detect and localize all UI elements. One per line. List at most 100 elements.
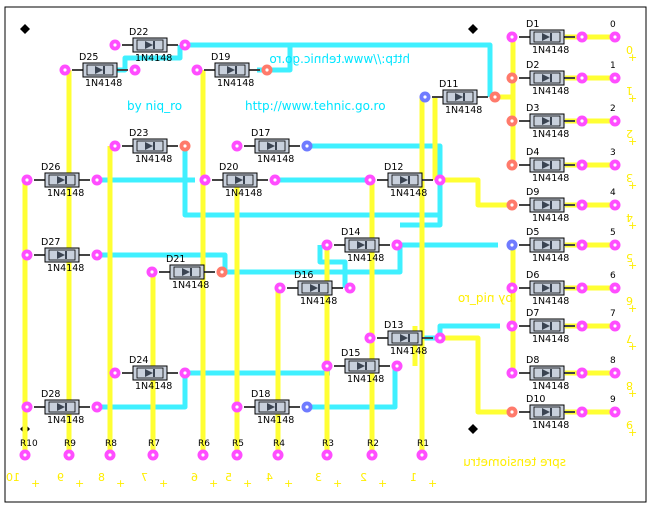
diode-ref-label: D20 — [219, 162, 238, 173]
trace-cyan — [400, 180, 443, 228]
bottom-pin-number: 7 — [141, 471, 148, 484]
pad-hole — [325, 364, 329, 368]
plus-mark: + — [628, 259, 637, 272]
diode-ref-label: D16 — [294, 270, 313, 281]
diode-part-label: 1N4148 — [532, 45, 569, 56]
plus-mark: + — [628, 92, 637, 105]
pad-hole — [580, 371, 584, 375]
diode-symbol — [145, 142, 153, 150]
diode-part-label: 1N4148 — [257, 154, 294, 165]
pad-hole — [113, 43, 117, 47]
pad — [506, 239, 518, 251]
pad-hole — [510, 410, 514, 414]
output-pin-mirrored: 1 — [626, 84, 633, 97]
bottom-pin-number: 6 — [191, 471, 198, 484]
pad-hole — [278, 286, 282, 290]
output-pin-mirrored: 4 — [626, 211, 633, 224]
pad — [576, 31, 588, 43]
diode-cathode-band — [550, 322, 552, 330]
pad — [91, 401, 103, 413]
pad-hole — [325, 243, 329, 247]
pad-hole — [183, 371, 187, 375]
diode-inner — [533, 406, 561, 418]
diode-cathode-band — [365, 362, 367, 370]
diode-cathode-band — [318, 284, 320, 292]
pad — [179, 140, 191, 152]
diode-ref-label: D26 — [41, 162, 60, 173]
diode-ref-label: D3 — [526, 103, 539, 114]
resistor-pad-r8: R88+ — [98, 439, 125, 490]
resistor-pad — [231, 449, 243, 461]
resistor-pad — [104, 449, 116, 461]
pad — [191, 64, 203, 76]
diode-part-label: 1N4148 — [532, 420, 569, 431]
pad-hole — [203, 178, 207, 182]
diode-symbol — [542, 322, 550, 330]
pad-hole — [580, 163, 584, 167]
resistor-pad — [197, 449, 209, 461]
plus-mark: + — [243, 477, 252, 490]
pad — [576, 199, 588, 211]
plus-mark: + — [209, 477, 218, 490]
pad-hole — [510, 203, 514, 207]
pad-hole — [438, 178, 442, 182]
trace-cyan — [100, 252, 228, 272]
pad — [274, 282, 286, 294]
pad — [364, 332, 376, 344]
pad — [609, 72, 621, 84]
diode-cathode-band — [550, 369, 552, 377]
pad-hole — [195, 68, 199, 72]
diode-cathode-band — [550, 33, 552, 41]
pad-hole — [580, 410, 584, 414]
fiducial-mark — [468, 424, 478, 434]
diode-symbol — [542, 161, 550, 169]
diode-symbol — [542, 201, 550, 209]
pad — [59, 64, 71, 76]
resistor-pad — [272, 449, 284, 461]
diode-ref-label: D22 — [129, 27, 148, 38]
pad — [179, 367, 191, 379]
pad — [506, 31, 518, 43]
pad-hole — [580, 76, 584, 80]
diode-ref-label: D17 — [251, 128, 270, 139]
resistor-pad — [416, 449, 428, 461]
bottom-caption: spre tensiometru — [463, 455, 566, 469]
diode-inner — [446, 91, 474, 103]
plus-mark: + — [333, 477, 342, 490]
board-outline — [4, 6, 647, 503]
pad-hole — [368, 336, 372, 340]
pad-hole — [613, 203, 617, 207]
resistor-pad-r5: R55+ — [225, 439, 252, 490]
plus-mark: + — [428, 477, 437, 490]
pad-hole — [510, 324, 514, 328]
diode-symbol — [182, 268, 190, 276]
diode-symbol — [57, 176, 65, 184]
pad — [506, 367, 518, 379]
resistor-pad — [366, 449, 378, 461]
diode-part-label: 1N4148 — [532, 129, 569, 140]
plus-mark: + — [628, 135, 637, 148]
diode-cathode-band — [550, 284, 552, 292]
resistor-label: R9 — [64, 439, 76, 449]
output-pad: 99+ — [609, 395, 637, 439]
output-pin-number: 0 — [610, 20, 616, 30]
pad-hole — [580, 35, 584, 39]
pad — [609, 282, 621, 294]
diode-symbol — [542, 241, 550, 249]
pad — [576, 320, 588, 332]
diode-ref-label: D2 — [526, 60, 539, 71]
diode-inner — [533, 239, 561, 251]
diode-part-label: 1N4148 — [532, 213, 569, 224]
output-pad: 00+ — [609, 20, 637, 64]
resistor-label: R10 — [20, 439, 38, 449]
diode-ref-label: D9 — [526, 187, 539, 198]
resistor-pad-r4: R44+ — [266, 439, 293, 490]
bottom-pin-number: 2 — [360, 471, 367, 484]
